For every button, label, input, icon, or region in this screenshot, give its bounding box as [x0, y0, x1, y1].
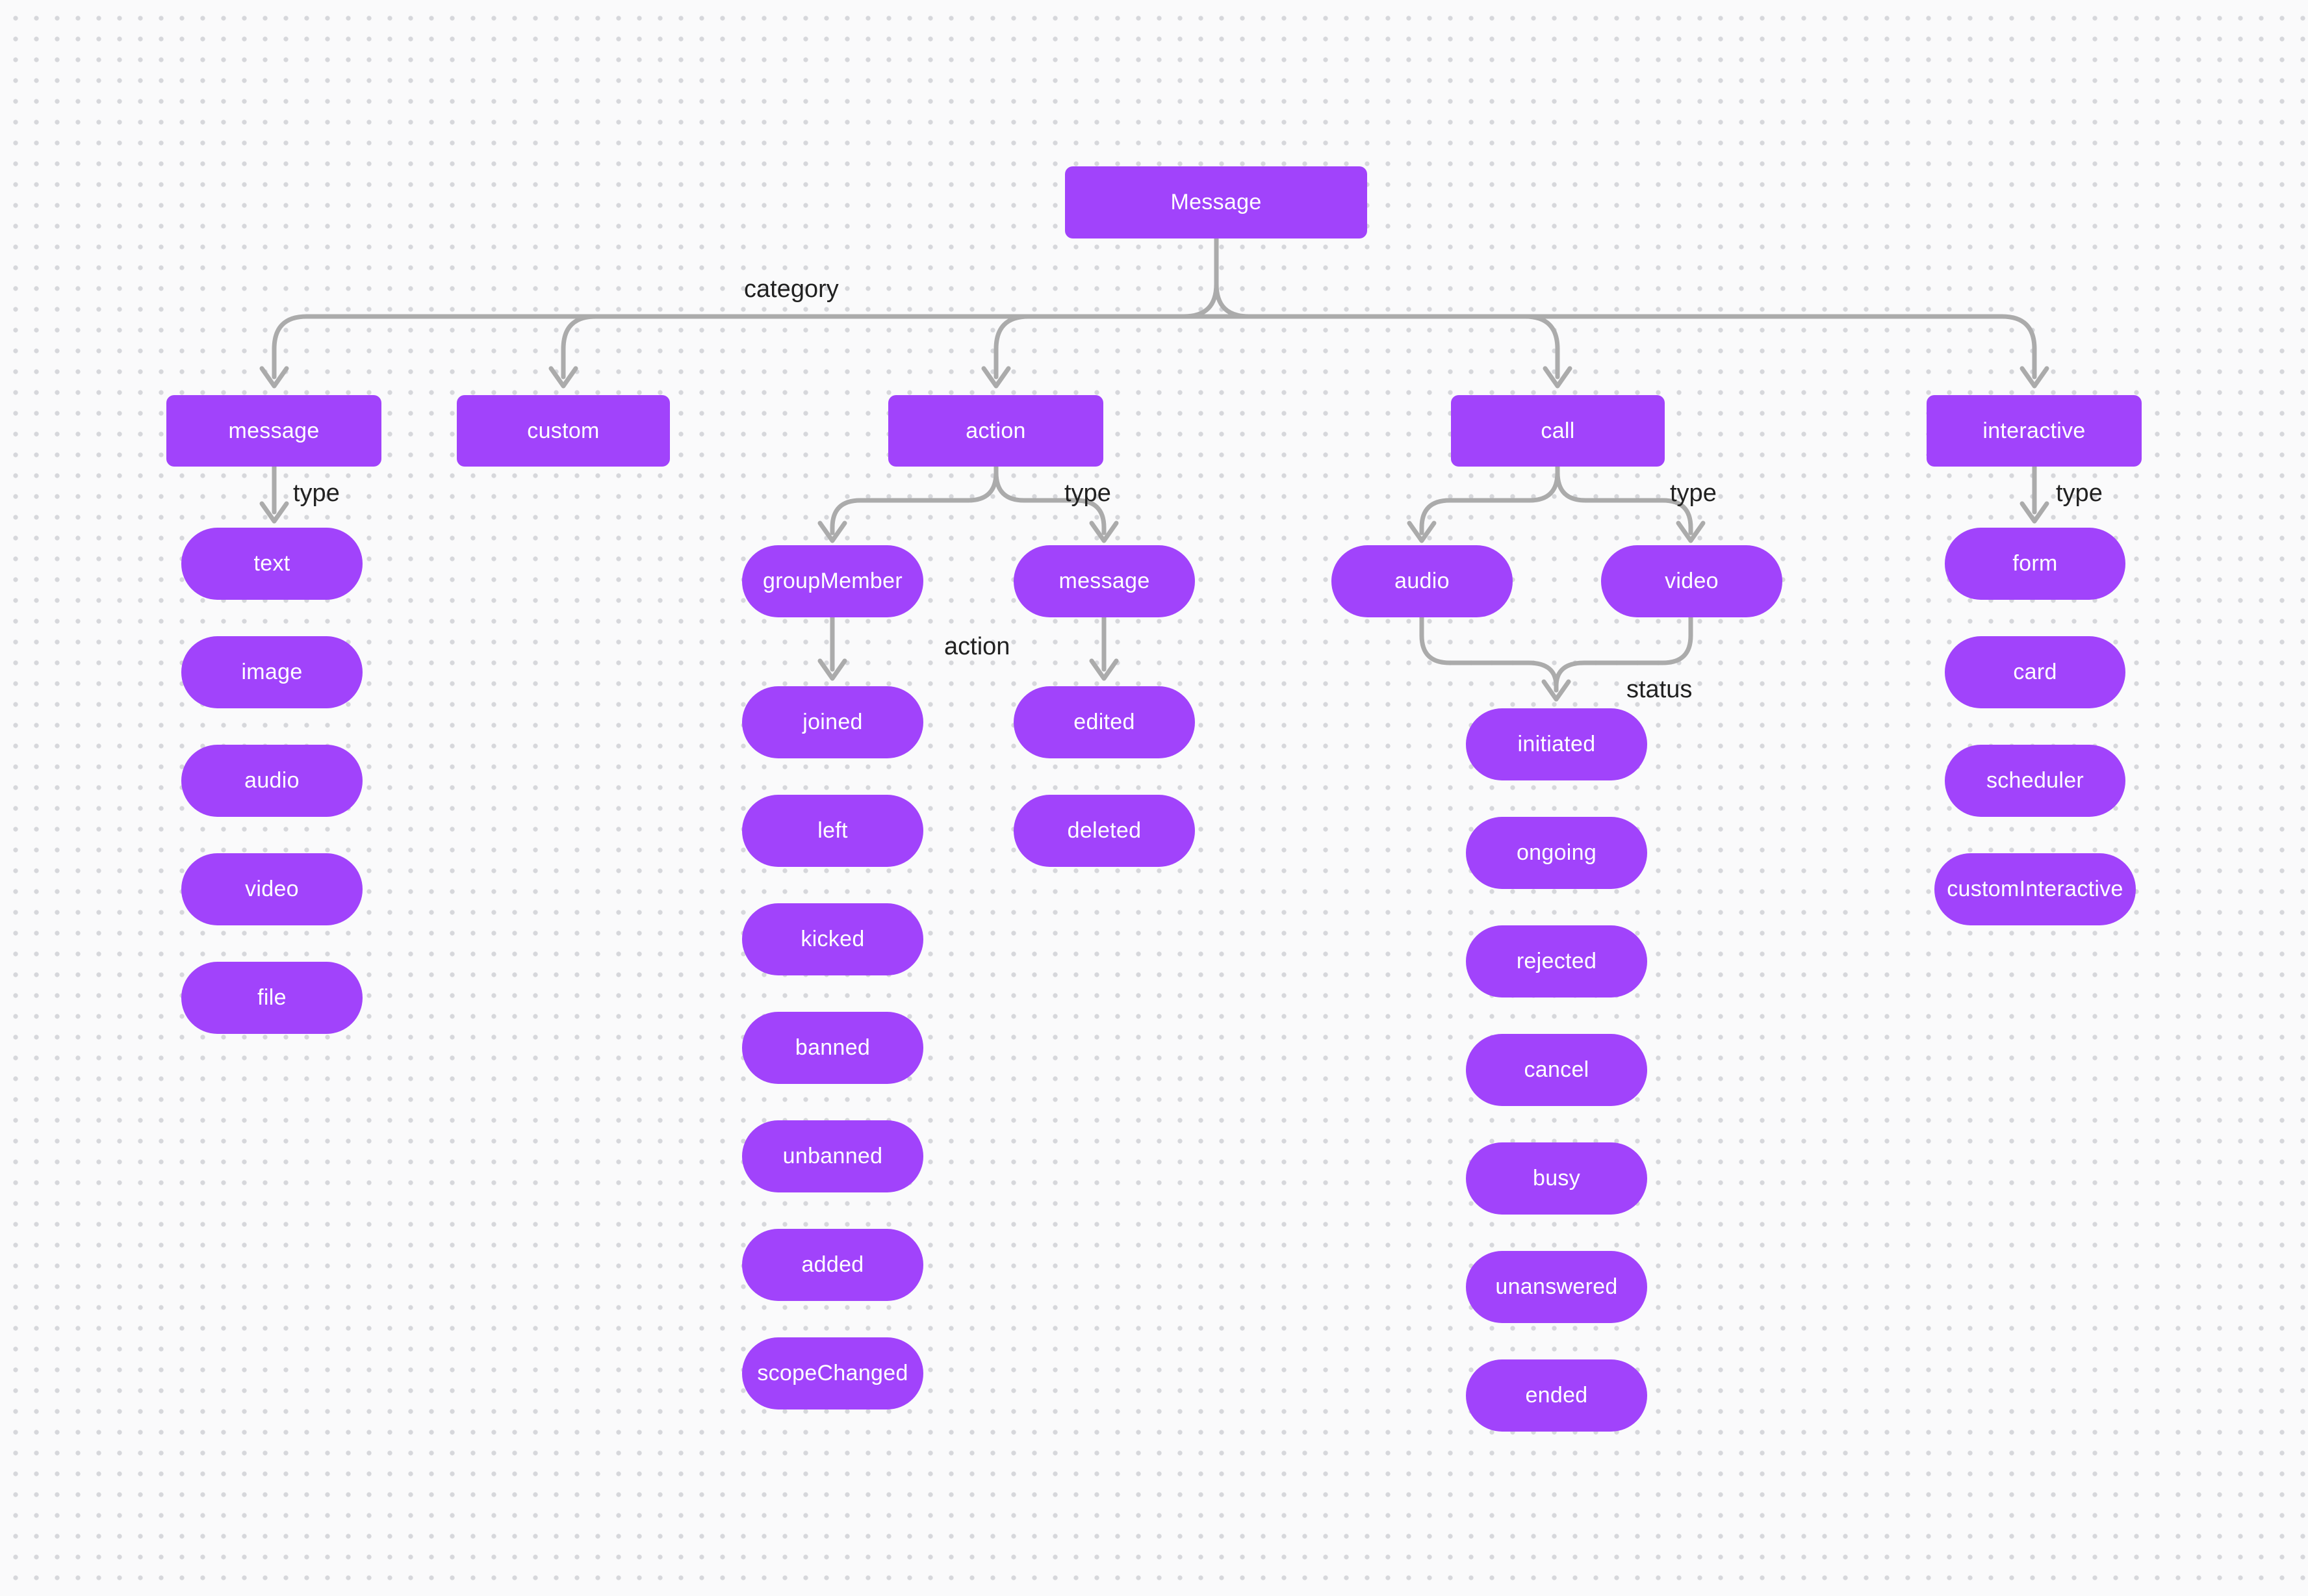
node-root-message[interactable]: Message — [1065, 166, 1367, 238]
node-branch-interactive[interactable]: interactive — [1927, 395, 2142, 467]
edge-label-type-interactive: type — [2056, 480, 2103, 507]
node-msg-audio[interactable]: audio — [181, 745, 363, 817]
arrowhead-audio — [1407, 521, 1437, 543]
node-edited[interactable]: edited — [1014, 686, 1195, 758]
arrowhead-initiated — [1541, 679, 1571, 702]
node-branch-call[interactable]: call — [1451, 395, 1665, 467]
node-form[interactable]: form — [1945, 528, 2125, 600]
node-kicked[interactable]: kicked — [742, 903, 923, 975]
node-action-message[interactable]: message — [1014, 545, 1195, 617]
arrowhead-action-message — [1089, 521, 1119, 543]
node-left[interactable]: left — [742, 795, 923, 867]
node-ongoing[interactable]: ongoing — [1466, 817, 1647, 889]
connector-video-to-initiated — [1554, 615, 1693, 693]
edge-label-type-message: type — [293, 480, 340, 507]
connector-drop-message — [272, 314, 309, 380]
node-deleted[interactable]: deleted — [1014, 795, 1195, 867]
node-branch-custom[interactable]: custom — [457, 395, 670, 467]
connector-drop-call — [1522, 314, 1560, 380]
connector-root-flare-right — [1214, 236, 1251, 319]
arrowhead-interactive — [2020, 366, 2049, 389]
node-scheduler[interactable]: scheduler — [1945, 745, 2125, 817]
node-initiated[interactable]: initiated — [1466, 708, 1647, 780]
connector-action-to-message-sub — [994, 464, 1107, 535]
node-msg-image[interactable]: image — [181, 636, 363, 708]
connector-action-to-groupmember — [830, 464, 999, 535]
node-call-audio[interactable]: audio — [1331, 545, 1513, 617]
edge-label-status: status — [1626, 676, 1693, 703]
node-scopechanged[interactable]: scopeChanged — [742, 1337, 923, 1409]
node-busy[interactable]: busy — [1466, 1142, 1647, 1215]
arrowhead-action — [981, 366, 1011, 389]
node-branch-message[interactable]: message — [166, 395, 381, 467]
arrowhead-message — [259, 366, 289, 389]
arrowhead-custom — [548, 366, 578, 389]
node-joined[interactable]: joined — [742, 686, 923, 758]
node-groupmember[interactable]: groupMember — [742, 545, 923, 617]
arrowhead-call — [1543, 366, 1572, 389]
node-ended[interactable]: ended — [1466, 1359, 1647, 1432]
connector-audio-to-initiated — [1419, 615, 1559, 693]
connector-drop-interactive — [1999, 314, 2037, 380]
connector-drop-action — [994, 314, 1031, 380]
connector-root-flare-left — [1181, 236, 1219, 319]
node-added[interactable]: added — [742, 1229, 923, 1301]
node-custominteractive[interactable]: customInteractive — [1934, 853, 2136, 925]
arrowhead-edited — [1089, 658, 1119, 681]
node-unbanned[interactable]: unbanned — [742, 1120, 923, 1192]
node-rejected[interactable]: rejected — [1466, 925, 1647, 997]
arrowhead-text — [259, 501, 289, 524]
arrowhead-video — [1676, 521, 1706, 543]
node-msg-text[interactable]: text — [181, 528, 363, 600]
node-branch-action[interactable]: action — [888, 395, 1103, 467]
node-call-video[interactable]: video — [1601, 545, 1782, 617]
connector-call-to-audio — [1419, 464, 1560, 535]
node-banned[interactable]: banned — [742, 1012, 923, 1084]
arrowhead-form — [2020, 501, 2049, 524]
node-msg-video[interactable]: video — [181, 853, 363, 925]
connector-call-to-video — [1555, 464, 1693, 535]
edge-label-category: category — [744, 276, 839, 303]
node-card[interactable]: card — [1945, 636, 2125, 708]
arrowhead-joined — [817, 658, 847, 681]
edge-label-type-action: type — [1064, 480, 1111, 507]
node-msg-file[interactable]: file — [181, 962, 363, 1034]
edge-label-type-call: type — [1670, 480, 1717, 507]
connector-drop-custom — [561, 314, 598, 380]
arrowhead-groupmember — [817, 521, 847, 543]
node-cancel[interactable]: cancel — [1466, 1034, 1647, 1106]
edge-label-action: action — [944, 633, 1010, 660]
node-unanswered[interactable]: unanswered — [1466, 1251, 1647, 1323]
